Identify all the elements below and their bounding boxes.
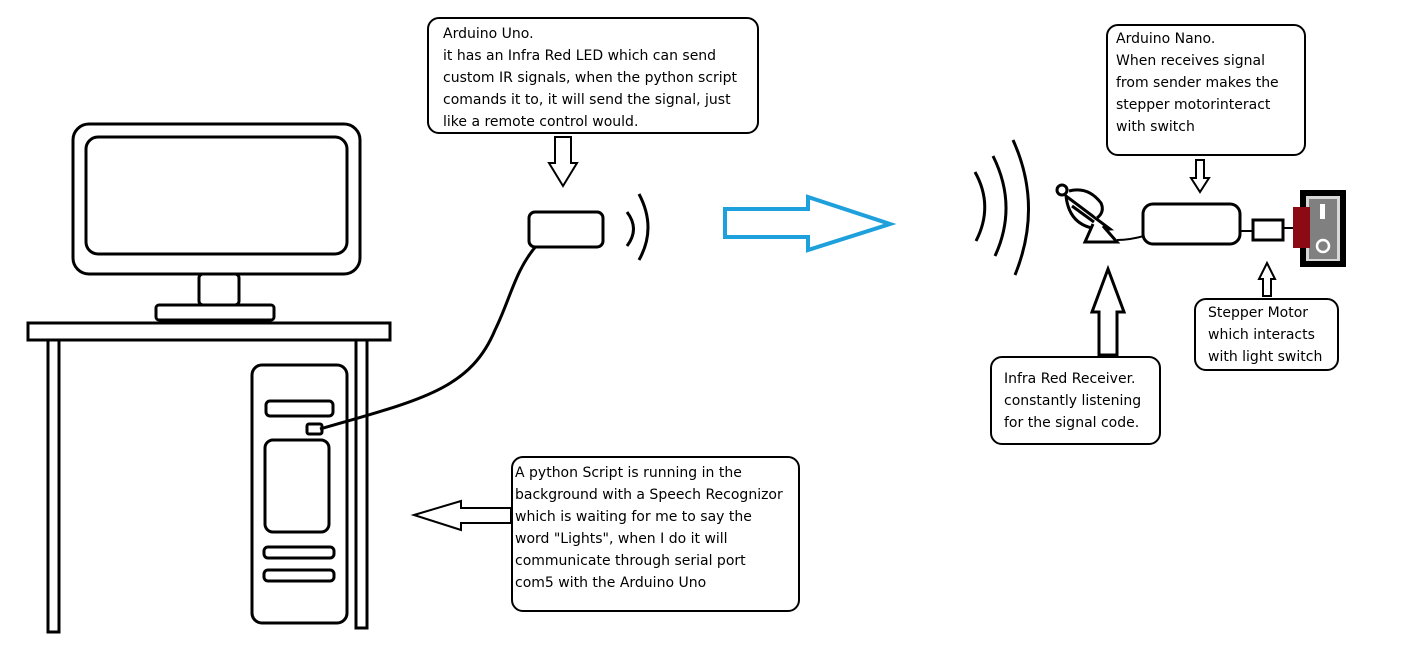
tower-panel: [263, 438, 331, 534]
arduino-nano-note: Arduino Nano. When receives signal from …: [1106, 24, 1306, 156]
light-switch: [1293, 190, 1346, 267]
arrow-down-to-uno: [547, 136, 579, 188]
desk-top: [26, 321, 392, 342]
monitor-base: [154, 303, 276, 322]
desk-leg-right: [354, 338, 369, 630]
arrow-down-to-nano: [1189, 159, 1211, 194]
switch-off-mark: [1315, 238, 1331, 254]
monitor-bezel: [71, 122, 362, 276]
tower-drive-bay: [264, 399, 335, 418]
ir-receiver-note: Infra Red Receiver. constantly listening…: [990, 356, 1161, 445]
tower-usb-port: [305, 422, 324, 436]
ir-receiver-dish: [1055, 183, 1121, 244]
switch-rocker: [1293, 207, 1310, 248]
tower-slot-1: [262, 545, 336, 560]
arduino-nano: [1141, 202, 1242, 246]
monitor-neck: [197, 272, 241, 307]
arduino-uno: [527, 210, 605, 249]
arrow-left-to-pc: [410, 499, 512, 532]
desk: [26, 321, 392, 634]
stepper-motor: [1251, 218, 1285, 242]
monitor-screen: [84, 135, 349, 256]
ir-waves-receiver: [973, 139, 1030, 276]
monitor: [71, 122, 362, 322]
signal-arrow: [723, 194, 897, 253]
receiver-nano-wire: [1116, 235, 1145, 241]
arrow-up-to-motor: [1257, 260, 1277, 297]
arduino-uno-note: Arduino Uno. it has an Infra Red LED whi…: [427, 17, 759, 134]
python-script-note: A python Script is running in the backgr…: [511, 456, 800, 612]
usb-cable: [319, 244, 539, 431]
stepper-motor-note: Stepper Motor which interacts with light…: [1194, 298, 1339, 371]
switch-on-mark: [1320, 204, 1325, 219]
tower-slot-2: [262, 568, 336, 583]
desk-leg-left: [46, 338, 61, 634]
pc-tower: [250, 363, 349, 625]
arrow-up-to-receiver: [1089, 264, 1127, 357]
ir-waves-sender: [625, 193, 650, 261]
